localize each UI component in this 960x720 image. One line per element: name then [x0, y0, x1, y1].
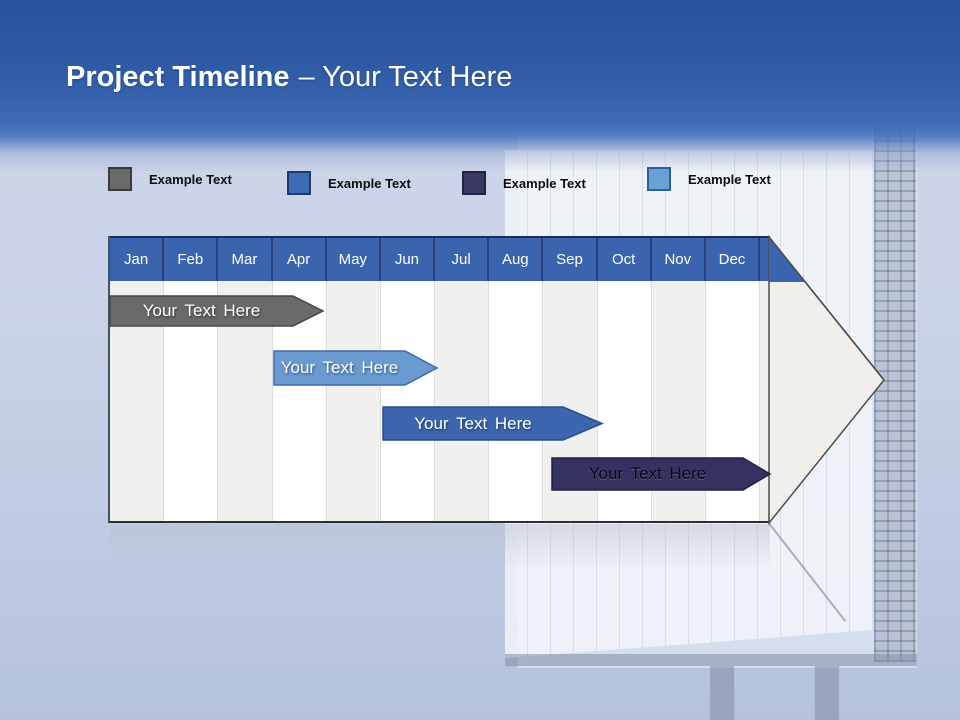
legend-swatch-gray — [108, 167, 132, 191]
gantt-bar-3: Your Text Here — [382, 406, 604, 441]
month-header-cell: Jun — [378, 238, 433, 281]
legend-label: Example Text — [503, 175, 586, 191]
month-header-cell: May — [324, 238, 379, 281]
month-header-cell: Apr — [270, 238, 325, 281]
gantt-bar-label: Your Text Here — [142, 301, 261, 320]
month-header-cell: Feb — [162, 238, 216, 281]
month-header-cell: Jul — [433, 238, 487, 281]
billboard-catwalk — [505, 654, 917, 666]
month-column — [325, 281, 380, 521]
month-header-row: Jan Feb Mar Apr May Jun Jul Aug Sep Oct … — [110, 236, 770, 281]
table-reflection — [110, 524, 770, 570]
legend-item: Example Text — [287, 171, 411, 195]
legend-swatch-navy — [462, 171, 486, 195]
gantt-bar-label: Your Text Here — [414, 413, 532, 433]
gantt-bar-shape — [382, 406, 604, 441]
legend-swatch-blue — [287, 171, 311, 195]
billboard-leg — [703, 666, 741, 720]
month-column — [434, 281, 489, 521]
legend-item: Example Text — [647, 167, 771, 191]
gantt-bar-shape — [273, 350, 439, 386]
month-header-cell: Dec — [703, 238, 758, 281]
legend-label: Example Text — [328, 175, 411, 191]
month-column — [488, 281, 543, 521]
title-suffix: – Your Text Here — [298, 61, 513, 93]
billboard-leg — [808, 666, 846, 720]
month-column-filler — [759, 281, 771, 521]
page-title: Project Timeline– Your Text Here — [66, 61, 513, 94]
legend-swatch-lightblue — [647, 167, 671, 191]
legend-label: Example Text — [149, 171, 232, 187]
title-primary: Project Timeline — [66, 61, 290, 93]
timeline-arrow-head — [768, 235, 885, 526]
gantt-bar-2: Your Text Here — [273, 350, 439, 386]
month-header-cell: Oct — [595, 238, 650, 281]
legend-item: Example Text — [108, 167, 232, 191]
month-header-cell: Aug — [487, 238, 541, 281]
gantt-bar-shape — [551, 457, 772, 491]
gantt-bar-1: Your Text Here — [109, 295, 325, 327]
gantt-bar-label: Your Text Here — [280, 358, 399, 377]
month-header-cell: Nov — [649, 238, 704, 281]
legend-label: Example Text — [688, 171, 771, 187]
month-header-cell: Sep — [541, 238, 595, 281]
month-column — [379, 281, 435, 521]
title-band — [0, 0, 960, 172]
month-header-filler — [758, 238, 770, 281]
gantt-bar-label: Your Text Here — [588, 464, 707, 483]
gantt-bar-shape — [109, 295, 325, 327]
gantt-bar-4: Your Text Here — [551, 457, 772, 491]
legend-item: Example Text — [462, 171, 586, 195]
month-header-cell: Jan — [123, 251, 149, 268]
month-header-cell: Mar — [216, 238, 270, 281]
